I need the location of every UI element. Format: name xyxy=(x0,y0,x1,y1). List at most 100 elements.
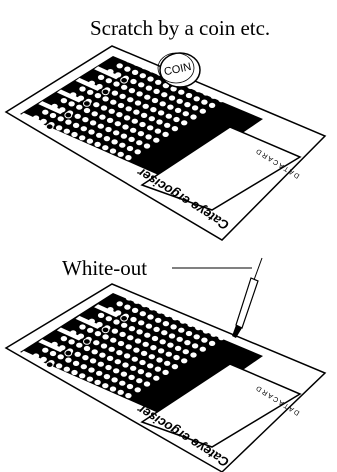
punch-hole xyxy=(121,85,127,90)
punch-hole xyxy=(140,73,146,78)
punch-hole xyxy=(157,309,163,314)
punch-hole xyxy=(141,64,147,69)
punch-hole xyxy=(145,134,151,139)
punch-hole xyxy=(172,364,178,369)
punch-hole xyxy=(160,101,166,106)
punch-hole xyxy=(177,337,183,342)
punch-hole xyxy=(102,383,108,388)
punch-hole xyxy=(183,111,189,116)
punch-hole xyxy=(163,321,169,326)
slot-ring xyxy=(65,350,72,356)
punch-hole xyxy=(126,57,132,62)
punch-hole xyxy=(145,372,151,377)
punch-hole xyxy=(96,133,102,138)
punch-hole xyxy=(117,301,123,306)
punch-hole xyxy=(42,348,48,353)
punch-hole xyxy=(112,329,118,334)
punch-hole xyxy=(164,361,170,366)
punch-hole xyxy=(58,116,64,121)
punch-hole xyxy=(172,126,178,131)
punch-hole xyxy=(127,97,133,102)
punch-hole xyxy=(166,114,172,119)
punch-hole xyxy=(119,332,125,337)
punch-hole xyxy=(128,375,134,380)
punch-hole xyxy=(129,326,135,331)
punch-hole xyxy=(82,117,88,122)
punch-hole xyxy=(124,67,130,72)
punch-hole xyxy=(138,320,144,325)
punch-hole xyxy=(111,377,117,382)
punch-hole xyxy=(117,63,123,68)
punch-hole xyxy=(186,93,192,98)
punch-hole xyxy=(150,107,156,112)
punch-hole xyxy=(111,139,117,144)
punch-hole xyxy=(141,113,147,118)
punch-hole xyxy=(167,343,173,348)
punch-hole xyxy=(94,380,100,385)
punch-hole xyxy=(64,129,70,134)
punch-hole xyxy=(87,90,93,95)
punch-hole xyxy=(95,331,101,336)
punch-hole xyxy=(119,381,125,386)
punch-hole xyxy=(133,348,139,353)
punch-hole xyxy=(87,377,93,382)
punch-hole xyxy=(75,352,81,357)
slot-ring xyxy=(102,327,109,333)
punch-hole xyxy=(175,108,181,113)
punch-hole xyxy=(101,343,107,348)
punch-hole xyxy=(125,393,131,398)
punch-hole xyxy=(110,100,116,105)
punch-hole xyxy=(88,129,94,134)
punch-hole xyxy=(58,354,64,359)
punch-hole xyxy=(169,333,175,338)
punch-hole xyxy=(81,126,87,131)
punch-hole xyxy=(65,358,71,363)
punch-hole xyxy=(149,354,155,359)
punch-hole xyxy=(177,99,183,104)
punch-hole xyxy=(113,368,119,373)
punch-hole xyxy=(158,348,164,353)
punch-hole xyxy=(134,299,140,304)
punch-hole xyxy=(167,105,173,110)
punch-hole xyxy=(160,339,166,344)
slot-ring xyxy=(84,339,91,345)
punch-hole xyxy=(73,361,79,366)
punch-hole xyxy=(173,355,179,360)
punch-hole xyxy=(101,105,107,110)
punch-hole xyxy=(127,384,133,389)
punch-hole xyxy=(200,347,206,352)
punch-hole xyxy=(71,132,77,137)
punch-hole xyxy=(79,324,85,329)
punch-hole xyxy=(136,140,142,145)
punch-hole xyxy=(141,351,147,356)
punch-hole xyxy=(81,364,87,369)
punch-hole xyxy=(161,330,167,335)
punch-hole xyxy=(96,371,102,376)
punch-hole xyxy=(56,125,62,130)
punch-hole xyxy=(88,367,94,372)
punch-hole xyxy=(87,328,93,333)
punch-hole xyxy=(127,146,133,151)
punch-hole xyxy=(128,137,134,142)
punch-hole xyxy=(122,362,128,367)
punch-hole xyxy=(56,363,62,368)
punch-hole xyxy=(87,139,93,144)
punch-hole xyxy=(104,374,110,379)
punch-hole xyxy=(178,90,184,95)
punch-hole xyxy=(79,135,85,140)
punch-hole xyxy=(175,346,181,351)
punch-hole xyxy=(124,305,130,310)
punch-hole xyxy=(141,302,147,307)
punch-hole xyxy=(102,334,108,339)
punch-hole xyxy=(144,333,150,338)
punch-hole xyxy=(200,109,206,114)
punch-hole xyxy=(209,103,215,108)
punch-hole xyxy=(136,378,142,383)
punch-hole xyxy=(211,332,217,337)
punch-hole xyxy=(155,318,161,323)
punch-hole xyxy=(132,70,138,75)
punch-hole xyxy=(130,366,136,371)
punch-hole xyxy=(146,324,152,329)
punch-hole xyxy=(75,114,81,119)
punch-hole xyxy=(90,120,96,125)
